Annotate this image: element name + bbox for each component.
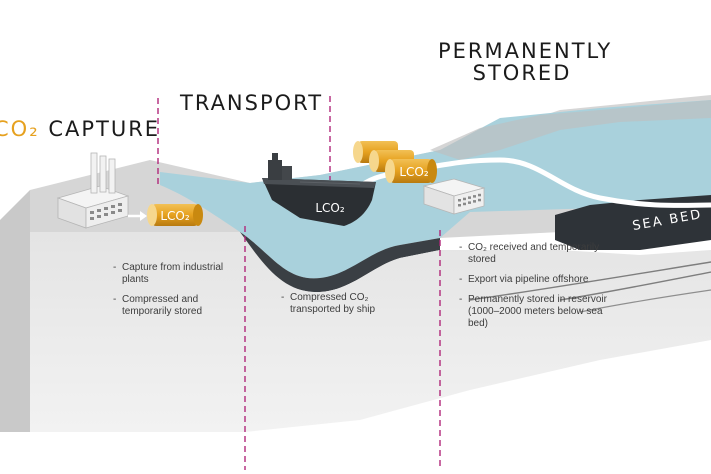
note-item: Export via pipeline offshore bbox=[459, 274, 608, 286]
water-back-ridge bbox=[430, 100, 711, 160]
stored-header-line1: PERMANENTLY bbox=[438, 39, 613, 63]
transport-header: TRANSPORT bbox=[180, 91, 324, 115]
co2-prefix: CO₂ bbox=[0, 117, 40, 141]
stored-notes: CO₂ received and temporarily stored Expo… bbox=[458, 242, 608, 338]
seabed-dark-channel bbox=[240, 232, 440, 293]
ship-icon bbox=[262, 153, 376, 226]
arrow-right-icon bbox=[128, 211, 147, 221]
note-item: Capture from industrial plants bbox=[113, 262, 232, 286]
tank-stored-label: LCO₂ bbox=[399, 165, 429, 179]
note-item: Compressed and temporarily stored bbox=[113, 294, 232, 318]
stored-header: PERMANENTLY STORED bbox=[438, 39, 613, 85]
tank-ship-label: LCO₂ bbox=[315, 201, 345, 215]
capture-header: CO₂ CAPTURE bbox=[0, 118, 160, 140]
note-item: Compressed CO₂ transported by ship bbox=[281, 292, 410, 316]
tank-icon bbox=[353, 141, 437, 183]
capture-notes: Capture from industrial plants Compresse… bbox=[112, 262, 232, 326]
stored-header-line2: STORED bbox=[472, 61, 572, 85]
note-item: CO₂ received and temporarily stored bbox=[459, 242, 608, 266]
tank-icon bbox=[147, 204, 203, 226]
transport-notes: Compressed CO₂ transported by ship bbox=[280, 292, 410, 324]
tank-capture-label: LCO₂ bbox=[160, 209, 190, 223]
capture-title: CAPTURE bbox=[48, 117, 161, 141]
note-item: Permanently stored in reservoir (1000–20… bbox=[459, 294, 608, 330]
storage-building-icon bbox=[422, 178, 486, 215]
terrain-left-face bbox=[0, 190, 30, 432]
seabed-dark-strip bbox=[555, 195, 711, 250]
